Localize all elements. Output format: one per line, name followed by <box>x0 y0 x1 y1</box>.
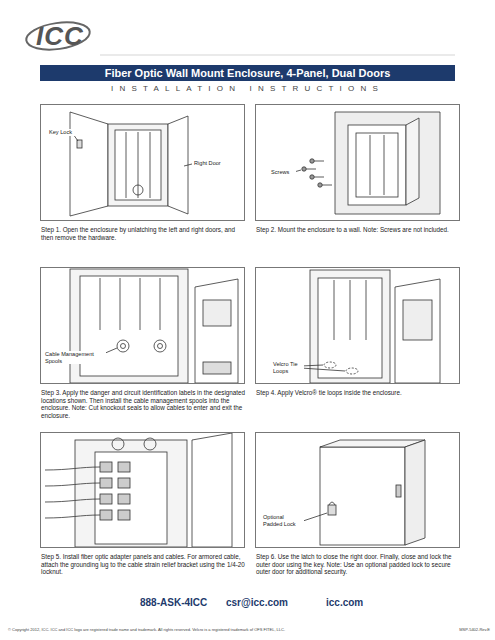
web-address: icc.com <box>326 597 376 608</box>
callout-label: Right Door <box>193 160 227 167</box>
callout-label: Key Lock <box>48 129 82 136</box>
step-caption: Step 5. Install fiber optic adapter pane… <box>41 553 246 576</box>
step-panel: Step 4. Apply Velcro® tie loops inside t… <box>255 267 460 384</box>
step-caption: Step 2. Mount the enclosure to a wall. N… <box>256 226 461 234</box>
step-panel: Step 3. Apply the danger and circuit ide… <box>40 267 245 384</box>
step-caption: Step 3. Apply the danger and circuit ide… <box>41 389 246 419</box>
step-caption: Step 6. Use the latch to close the right… <box>256 553 461 576</box>
document-code: MSP-5402-Rev.E <box>440 627 490 632</box>
title-band: Fiber Optic Wall Mount Enclosure, 4-Pane… <box>40 65 455 81</box>
step-panel: Step 2. Mount the enclosure to a wall. N… <box>255 104 460 221</box>
copyright-note: © Copyright 2012, ICC. ICC and ICC logo … <box>8 627 408 632</box>
callout-label: Velcro Tie Loops <box>272 361 304 374</box>
step-panel: Step 6. Use the latch to close the right… <box>255 432 460 548</box>
email-address: csr@icc.com <box>226 597 296 608</box>
step-panel: Step 1. Open the enclosure by unlatching… <box>40 104 245 221</box>
logo-text: ICC <box>30 22 90 50</box>
callout-label: Screws <box>270 169 296 176</box>
callout-label: Cable Management Spools <box>44 351 106 364</box>
subtitle: INSTALLATION INSTRUCTIONS <box>40 84 455 94</box>
step-caption: Step 4. Apply Velcro® tie loops inside t… <box>256 389 461 397</box>
callout-label: Optional Padded Lock <box>262 514 304 527</box>
step-caption: Step 1. Open the enclosure by unlatching… <box>41 226 246 241</box>
phone-number: 888-ASK-4ICC <box>140 597 220 608</box>
step-panel: Step 5. Install fiber optic adapter pane… <box>40 432 245 548</box>
